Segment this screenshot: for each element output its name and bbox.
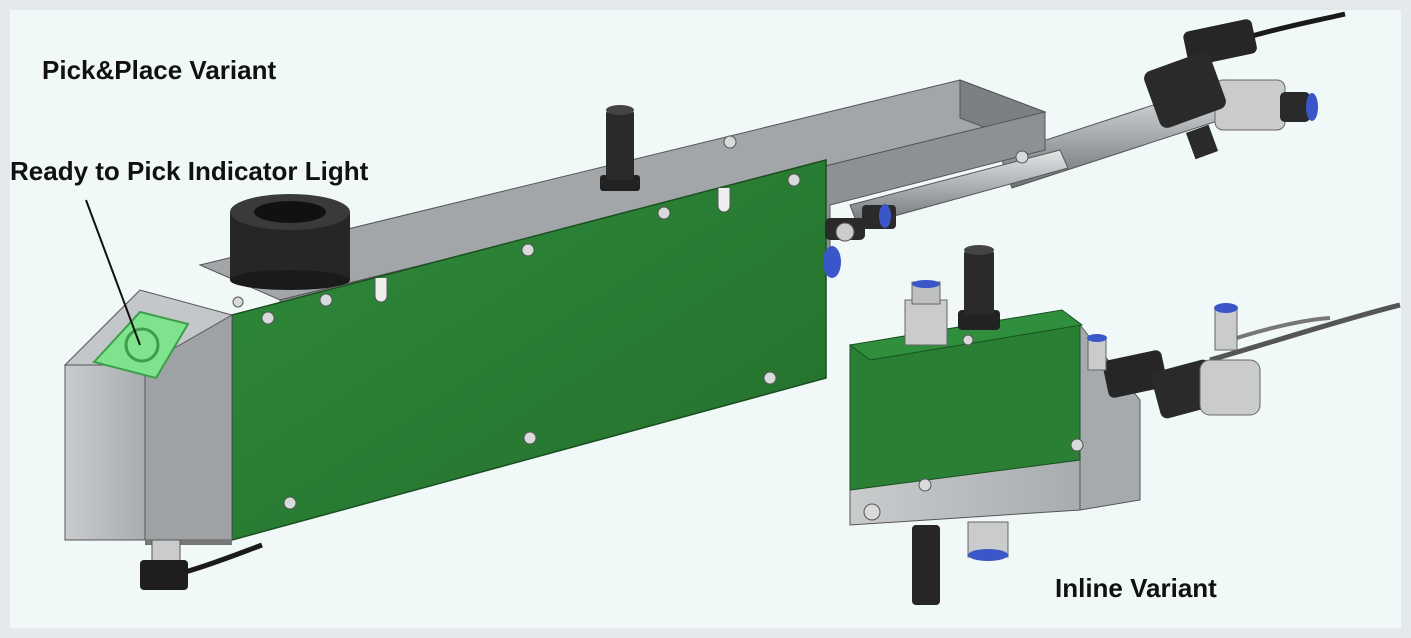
end-block-front [64, 364, 146, 541]
pick-place-variant-label: Pick&Place Variant [42, 55, 277, 85]
inline-hose-barb-top [958, 245, 1000, 330]
leader-line [85, 199, 141, 346]
air-hose [1209, 302, 1401, 363]
indicator-light [92, 310, 190, 380]
vacuum-cup [230, 194, 350, 290]
clamp-assembly [1144, 19, 1318, 160]
indicator-light-label: Ready to Pick Indicator Light [10, 156, 369, 186]
sensor-connector [140, 539, 263, 590]
indicator-light-symbol [124, 327, 160, 363]
inline-screws [863, 334, 1084, 521]
inline-side-valve [1087, 303, 1261, 419]
slot [717, 188, 731, 213]
inline-silver-fitting [904, 280, 948, 346]
inline-ejector-module [848, 245, 1401, 605]
push-in-fittings [823, 204, 896, 278]
slot [374, 278, 388, 303]
cable [1244, 11, 1346, 41]
inline-bottom-fittings [912, 521, 1009, 605]
hose-barb-top [600, 105, 640, 191]
inline-variant-label: Inline Variant [1055, 573, 1217, 603]
pick-place-ejector-module [63, 11, 1346, 590]
